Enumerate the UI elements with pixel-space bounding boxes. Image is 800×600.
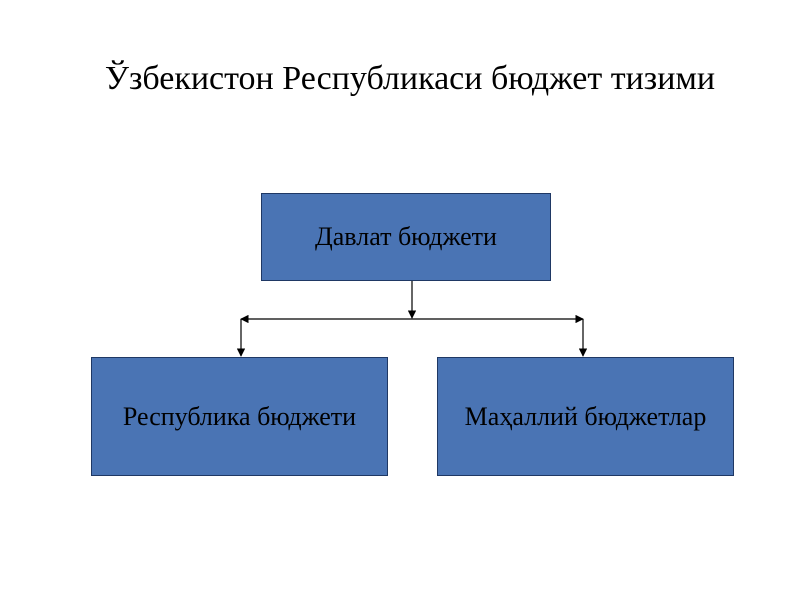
node-state-budget-label: Давлат бюджети (315, 222, 497, 251)
node-republic-budget: Республика бюджети (91, 357, 388, 476)
node-local-budgets: Маҳаллий бюджетлар (437, 357, 734, 476)
node-state-budget: Давлат бюджети (261, 193, 551, 281)
node-local-budgets-label: Маҳаллий бюджетлар (464, 401, 707, 431)
node-republic-budget-label: Республика бюджети (122, 401, 357, 431)
diagram-title: Ўзбекистон Республикаси бюджет тизими (104, 60, 716, 97)
